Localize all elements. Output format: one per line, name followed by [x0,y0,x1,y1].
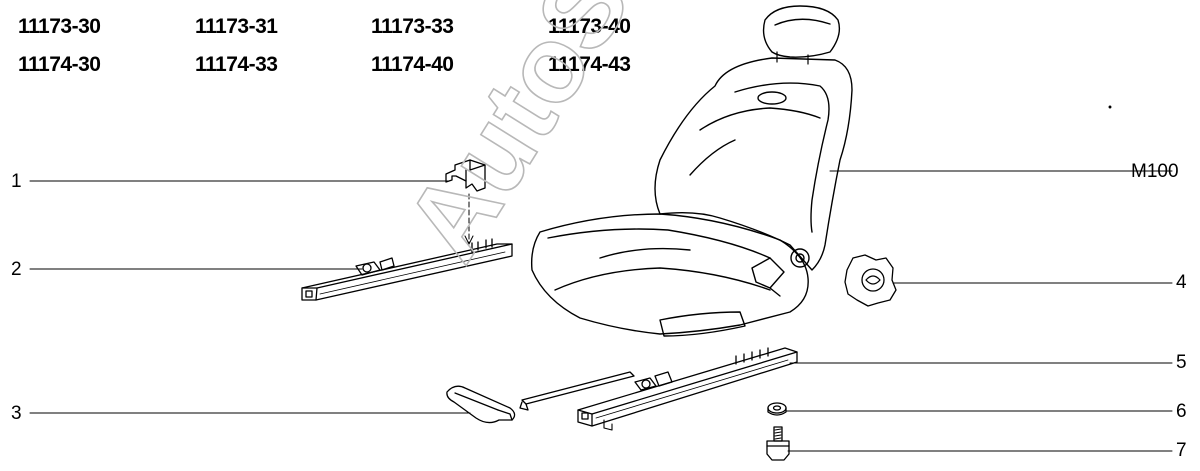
model-code: 11173-30 [18,15,101,38]
upper-rail-part [301,238,513,301]
model-code: 11174-40 [371,53,454,76]
model-code: 11174-33 [195,53,278,76]
model-code: 11173-33 [371,15,454,38]
recline-knob-part [844,254,897,307]
handle-lever-part [446,385,516,424]
model-code: 11174-30 [18,53,101,76]
callout-m100: M100 [1131,161,1179,182]
callout-4: 4 [1176,272,1187,293]
bracket-clip-part [445,159,486,245]
callout-7: 7 [1176,440,1187,461]
seat-assembly [530,5,853,337]
callout-2: 2 [11,259,22,280]
model-code: 11174-43 [548,53,631,76]
lower-rail-part [519,347,798,431]
leader-lines [29,170,1173,452]
callout-5: 5 [1176,352,1187,373]
washer-part [767,402,787,416]
bolt-part [766,426,790,461]
model-code: 11173-40 [548,15,631,38]
callout-6: 6 [1176,401,1187,422]
callout-1: 1 [11,171,22,192]
model-code: 11173-31 [195,15,278,38]
callout-3: 3 [11,403,22,424]
